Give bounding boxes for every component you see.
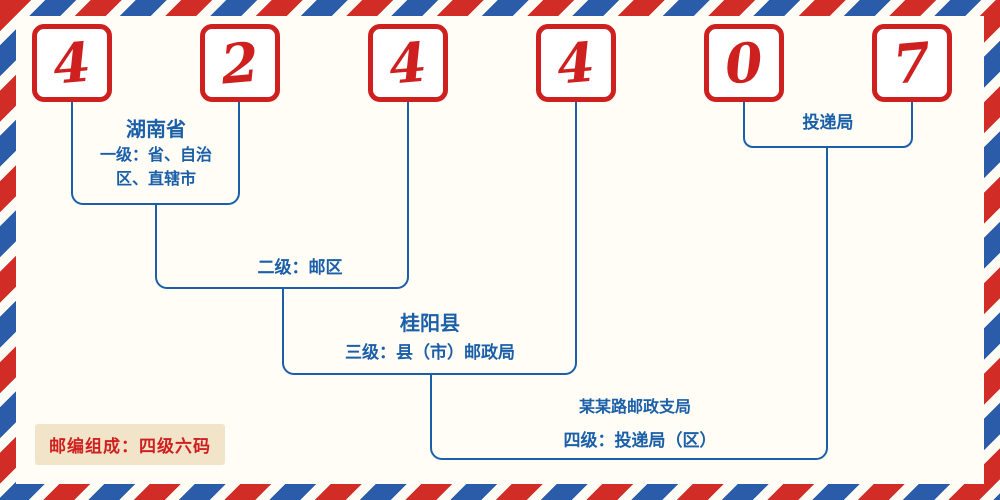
bracket-level1 xyxy=(71,102,240,205)
level3-desc-label: 三级：县（市）邮政局 xyxy=(345,343,515,363)
level3-region-label: 桂阳县 xyxy=(400,311,460,335)
digit-box-4: 4 xyxy=(536,24,616,102)
digit-box-5: 0 xyxy=(704,24,784,102)
digit-6: 7 xyxy=(890,29,934,97)
delivery-office-label: 投递局 xyxy=(802,113,854,133)
digit-1: 4 xyxy=(50,29,94,97)
digit-3: 4 xyxy=(386,29,430,97)
level4-desc-label: 四级：投递局（区） xyxy=(563,431,717,451)
postal-code-composition-note: 邮编组成：四级六码 xyxy=(35,424,225,465)
level1-region-label: 湖南省 xyxy=(126,117,186,141)
bracket-level2-left xyxy=(155,205,282,289)
digit-5: 0 xyxy=(722,29,766,97)
level2-desc-label: 二级：邮区 xyxy=(257,258,343,278)
bracket-level4-right xyxy=(630,148,828,460)
level4-office-label: 某某路邮政支局 xyxy=(578,397,691,416)
digit-box-3: 4 xyxy=(368,24,448,102)
digit-2: 2 xyxy=(218,29,262,97)
bracket-delivery-office xyxy=(743,102,913,148)
bracket-level2-right xyxy=(282,102,409,289)
digit-box-1: 4 xyxy=(32,24,112,102)
level1-desc-label: 一级：省、自治区、直辖市 xyxy=(99,145,212,188)
envelope-inner-area xyxy=(16,16,984,484)
bracket-level3-right xyxy=(430,102,577,375)
digit-box-2: 2 xyxy=(200,24,280,102)
bracket-level4-left xyxy=(430,375,630,460)
bracket-level3-left xyxy=(282,289,430,375)
digit-4: 4 xyxy=(554,29,598,97)
digit-box-6: 7 xyxy=(872,24,952,102)
